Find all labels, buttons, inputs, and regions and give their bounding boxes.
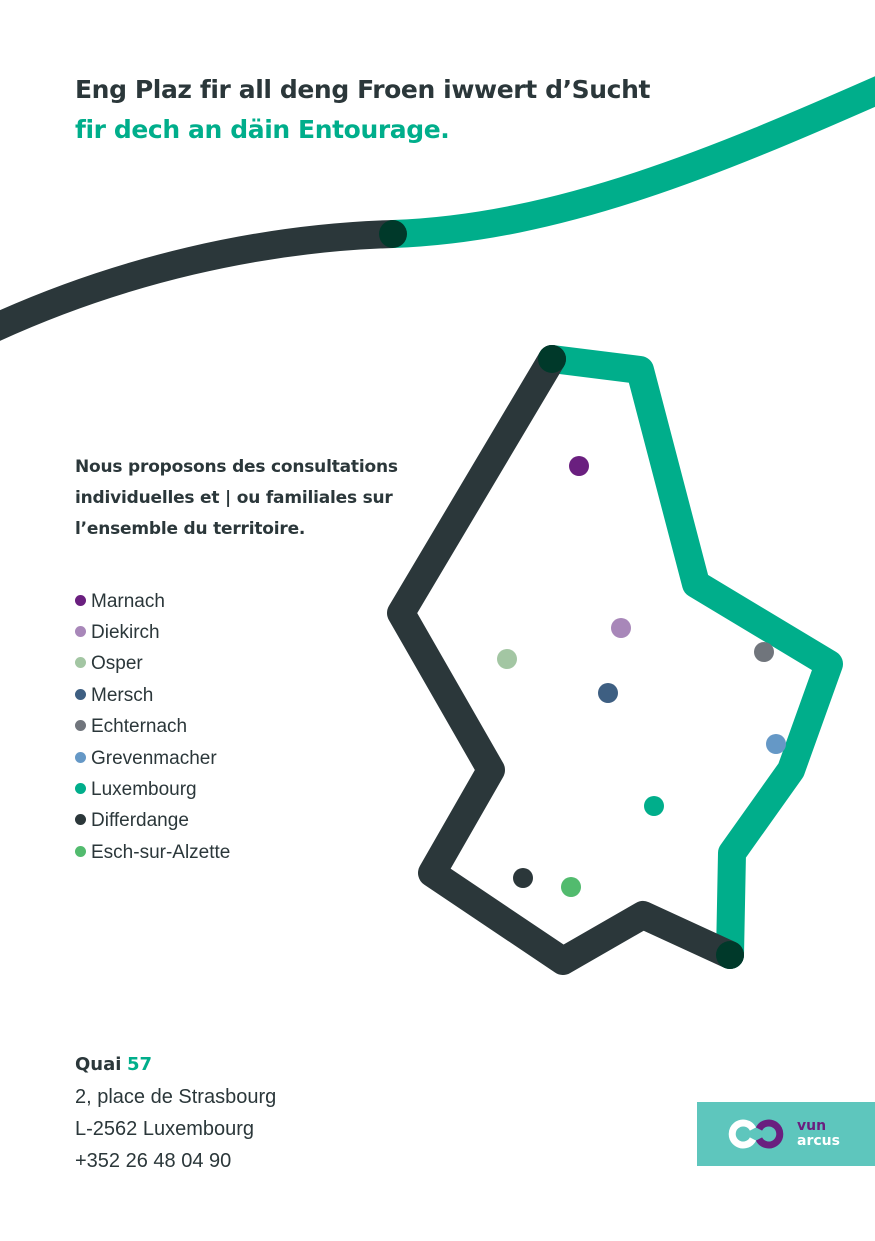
legend-item: Marnach: [75, 586, 230, 617]
legend-label: Mersch: [91, 684, 154, 706]
map-joint-top: [538, 345, 566, 373]
map-dot-marnach: [569, 456, 589, 476]
street: 2, place de Strasbourg: [75, 1086, 277, 1108]
headline: Eng Plaz fir all deng Froen iwwert d’Suc…: [75, 70, 650, 150]
org-name: Quai 57: [75, 1054, 153, 1075]
map-dot-osper: [497, 649, 517, 669]
logo-wordmark: vun arcus: [797, 1118, 840, 1149]
legend-dot-icon: [75, 814, 86, 826]
headline-line-1: Eng Plaz fir all deng Froen iwwert d’Suc…: [75, 75, 651, 104]
map-dot-luxembourg: [644, 796, 664, 816]
map-outline-green: [538, 345, 843, 969]
legend-dot-icon: [75, 751, 86, 763]
legend-item: Mersch: [75, 680, 230, 711]
legend-label: Marnach: [91, 590, 165, 612]
phone[interactable]: +352 26 48 04 90: [75, 1150, 232, 1172]
legend-dot-icon: [75, 783, 86, 795]
top-curve-green: [392, 76, 875, 248]
map-outline-dark: [387, 345, 744, 975]
map-dot-differdange: [513, 868, 533, 888]
infinity-rings-icon: [728, 1119, 784, 1149]
top-curve-joint: [379, 220, 407, 248]
legend-dot-icon: [75, 594, 86, 606]
map-dot-grevenmacher: [766, 734, 786, 754]
map-dot-diekirch: [611, 618, 631, 638]
legend-dot-icon: [75, 688, 86, 700]
legend-dot-icon: [75, 845, 86, 857]
legend-label: Esch-sur-Alzette: [91, 841, 231, 863]
legend-label: Grevenmacher: [91, 747, 217, 769]
legend-item: Osper: [75, 649, 230, 680]
legend-dot-icon: [75, 720, 86, 732]
city: L-2562 Luxembourg: [75, 1118, 255, 1140]
legend-dot-icon: [75, 657, 86, 669]
legend-dot-icon: [75, 626, 86, 638]
vun-arcus-logo: vun arcus: [697, 1102, 875, 1166]
map-dot-mersch: [598, 683, 618, 703]
contact-address: Quai 57 2, place de Strasbourg L-2562 Lu…: [75, 1048, 276, 1177]
legend-label: Osper: [91, 653, 143, 675]
headline-line-2: fir dech an däin Entourage.: [75, 115, 450, 144]
map-joint-bottom: [716, 941, 744, 969]
map-dot-echternach: [754, 642, 774, 662]
legend-item: Grevenmacher: [75, 743, 230, 774]
legend-label: Luxembourg: [91, 779, 197, 801]
intro-text: Nous proposons des consultations individ…: [75, 457, 398, 539]
legend-item: Diekirch: [75, 617, 230, 648]
legend-item: Differdange: [75, 806, 230, 837]
legend-label: Diekirch: [91, 622, 160, 644]
legend-label: Echternach: [91, 716, 188, 738]
legend-item: Luxembourg: [75, 774, 230, 805]
map-dot-esch: [561, 877, 581, 897]
legend-item: Echternach: [75, 712, 230, 743]
top-curve-dark: [0, 220, 394, 341]
legend-item: Esch-sur-Alzette: [75, 837, 230, 868]
location-legend: Marnach Diekirch Osper Mersch Echternach…: [75, 586, 230, 869]
legend-label: Differdange: [91, 810, 189, 832]
